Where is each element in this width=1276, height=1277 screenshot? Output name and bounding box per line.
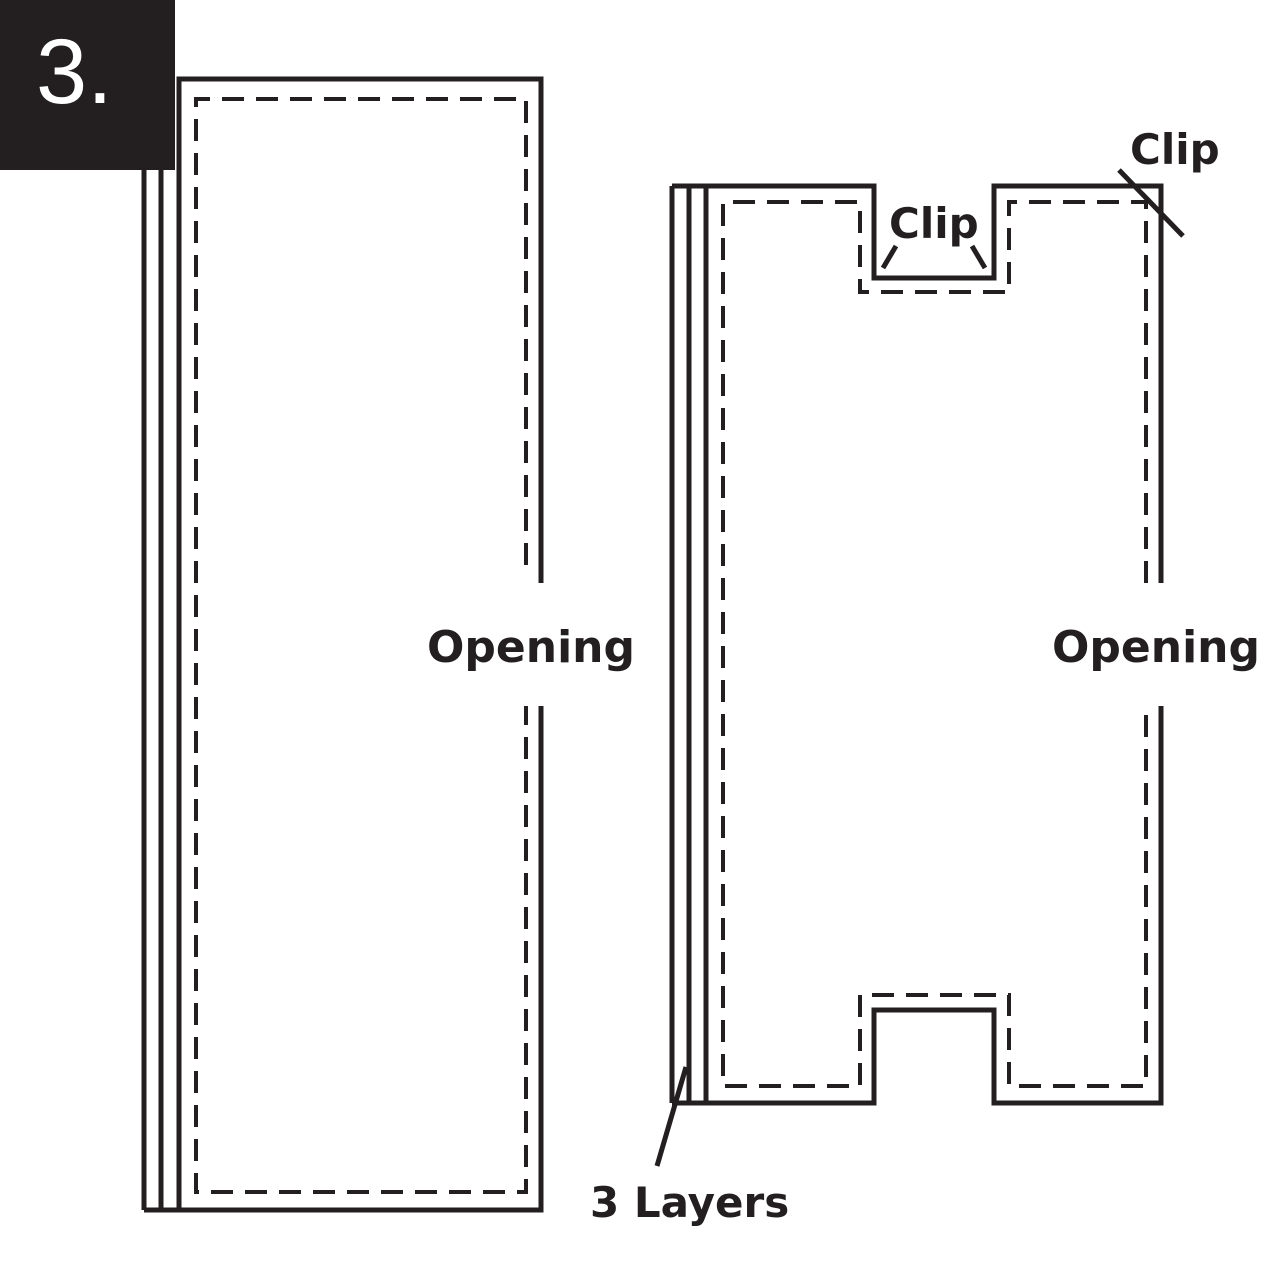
notch-clip-label: Clip (889, 199, 979, 248)
right-opening-label: Opening (1052, 622, 1260, 673)
right-notched-piece: Opening Clip Clip 3 Layers (590, 125, 1260, 1227)
corner-clip-mark (1117, 168, 1185, 238)
step-number: 3. (36, 21, 113, 123)
left-seam-line (194, 97, 528, 1194)
right-outline (703, 183, 1164, 1106)
left-folded-piece: Opening (141, 76, 635, 1213)
layers-pointer-line (654, 1066, 689, 1167)
notch-clip-mark-right (969, 244, 988, 270)
corner-clip-label: Clip (1130, 125, 1220, 174)
step-number-badge: 3. (0, 0, 175, 170)
layers-label: 3 Layers (590, 1178, 789, 1227)
right-seam-line (721, 200, 1148, 1088)
notch-clip-mark-left (880, 244, 899, 270)
left-outline (176, 76, 544, 1213)
left-opening-label: Opening (427, 622, 635, 673)
